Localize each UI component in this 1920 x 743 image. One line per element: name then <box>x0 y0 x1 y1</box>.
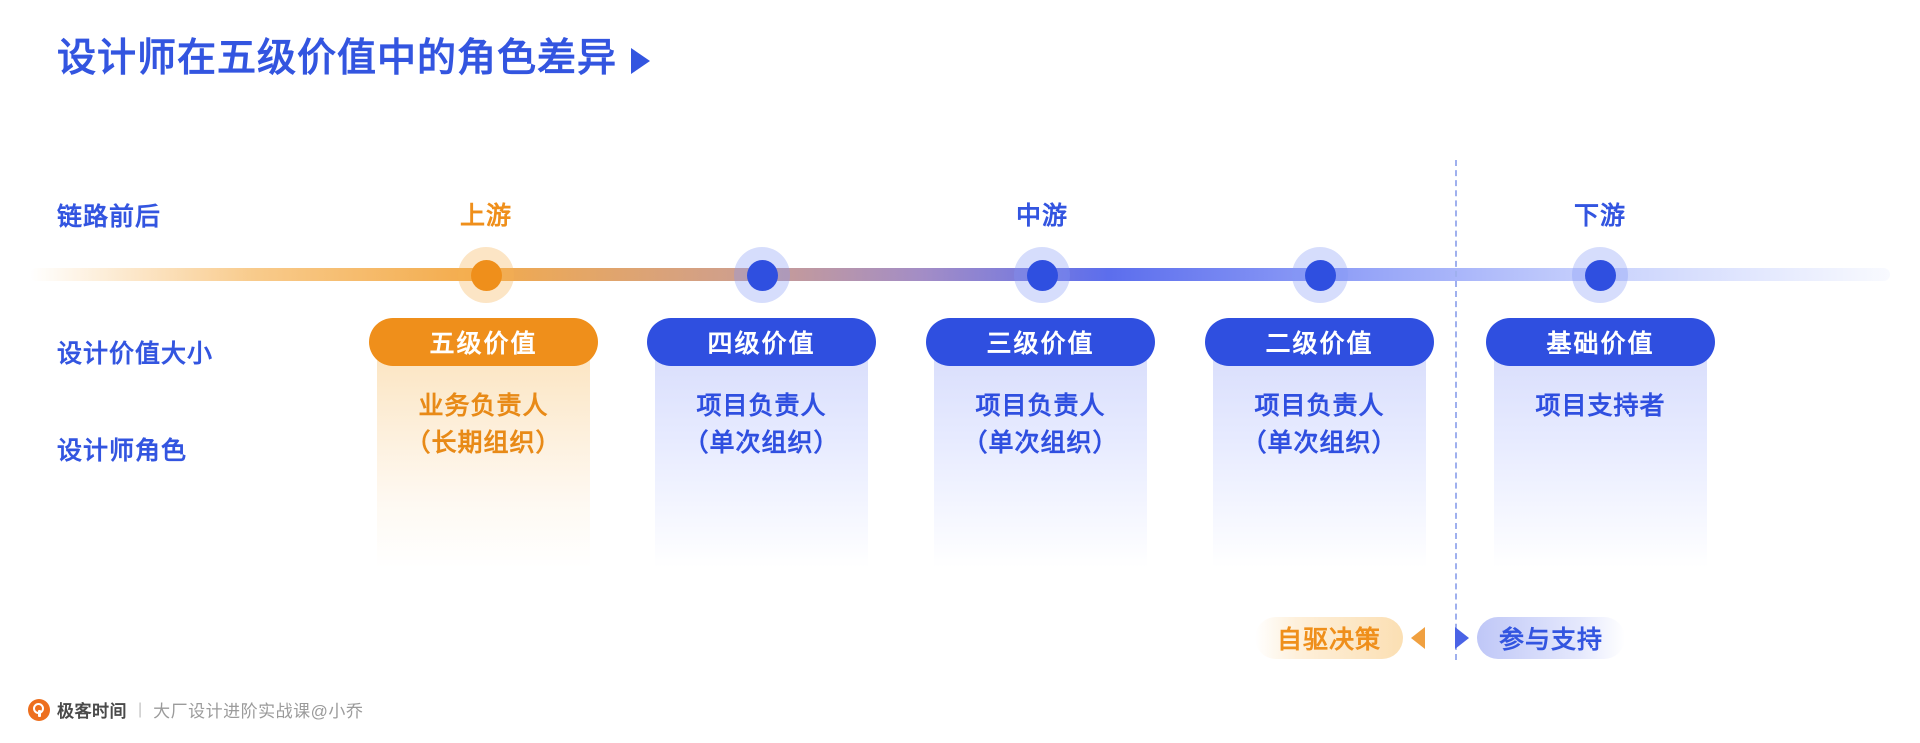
play-triangle-right-icon <box>631 47 651 74</box>
value-column-base[interactable]: 基础价值 项目支持者 <box>1486 318 1715 568</box>
footer-separator: | <box>138 700 143 718</box>
triangle-right-icon <box>1455 627 1470 649</box>
value-pill-level-2[interactable]: 二级价值 <box>1205 318 1434 366</box>
vertical-dashed-divider <box>1455 160 1457 660</box>
value-column-level-4[interactable]: 四级价值 项目负责人 （单次组织） <box>647 318 876 568</box>
card-body <box>1213 340 1426 568</box>
node-level-5[interactable] <box>458 247 514 303</box>
triangle-left-icon <box>1411 627 1426 649</box>
footer: 极客时间 | 大厂设计进阶实战课@小乔 <box>28 697 363 722</box>
value-column-level-5[interactable]: 五级价值 业务负责人 （长期组织） <box>369 318 598 568</box>
row-label-chain-order: 链路前后 <box>57 203 162 231</box>
value-pill-level-3[interactable]: 三级价值 <box>926 318 1155 366</box>
node-level-3[interactable] <box>1014 247 1070 303</box>
stage-label-midstream: 中游 <box>1015 202 1069 230</box>
role-text-level-5: 业务负责人 （长期组织） <box>369 388 598 461</box>
footer-subtitle: 大厂设计进阶实战课@小乔 <box>153 702 364 721</box>
node-level-4[interactable] <box>734 247 790 303</box>
stage-label-downstream: 下游 <box>1573 202 1627 230</box>
role-line-1: 业务负责人 <box>418 392 549 420</box>
node-level-base[interactable] <box>1572 247 1628 303</box>
role-line-1: 项目负责人 <box>696 392 827 420</box>
role-line-1: 项目负责人 <box>1254 392 1385 420</box>
value-column-level-3[interactable]: 三级价值 项目负责人 （单次组织） <box>926 318 1155 568</box>
value-column-level-2[interactable]: 二级价值 项目负责人 （单次组织） <box>1205 318 1434 568</box>
page-title-text: 设计师在五级价值中的角色差异 <box>57 37 618 80</box>
row-label-design-value-scale: 设计价值大小 <box>57 340 214 368</box>
page-title: 设计师在五级价值中的角色差异 <box>57 37 651 81</box>
role-text-level-4: 项目负责人 （单次组织） <box>647 388 876 461</box>
footer-brand: 极客时间 <box>57 702 127 721</box>
row-label-designer-role: 设计师角色 <box>57 437 188 465</box>
value-pill-level-4[interactable]: 四级价值 <box>647 318 876 366</box>
role-text-level-2: 项目负责人 （单次组织） <box>1205 388 1434 461</box>
role-line-2: （单次组织） <box>962 428 1119 457</box>
node-core <box>746 259 778 291</box>
node-core <box>470 259 502 291</box>
role-line-2: （单次组织） <box>683 428 840 457</box>
stage-label-upstream: 上游 <box>459 202 513 230</box>
node-level-2[interactable] <box>1292 247 1348 303</box>
value-pill-base[interactable]: 基础价值 <box>1486 318 1715 366</box>
card-body <box>377 340 590 568</box>
card-body <box>1494 340 1707 568</box>
role-line-2: （单次组织） <box>1241 428 1398 457</box>
node-core <box>1304 259 1336 291</box>
legend-participate-support[interactable]: 参与支持 <box>1477 617 1626 659</box>
role-line-1: 项目支持者 <box>1535 392 1666 420</box>
node-core <box>1026 259 1058 291</box>
node-core <box>1584 259 1616 291</box>
card-body <box>934 340 1147 568</box>
value-pill-level-5[interactable]: 五级价值 <box>369 318 598 366</box>
role-text-level-3: 项目负责人 （单次组织） <box>926 388 1155 461</box>
legend-self-driven-decision[interactable]: 自驱决策 <box>1255 617 1404 659</box>
role-line-1: 项目负责人 <box>975 392 1106 420</box>
role-line-2: （长期组织） <box>405 428 562 457</box>
legend-bar: 自驱决策 参与支持 <box>1255 615 1626 661</box>
card-body <box>655 340 868 568</box>
role-text-base: 项目支持者 <box>1486 388 1715 425</box>
geekbang-circle-logo-icon <box>28 698 50 721</box>
